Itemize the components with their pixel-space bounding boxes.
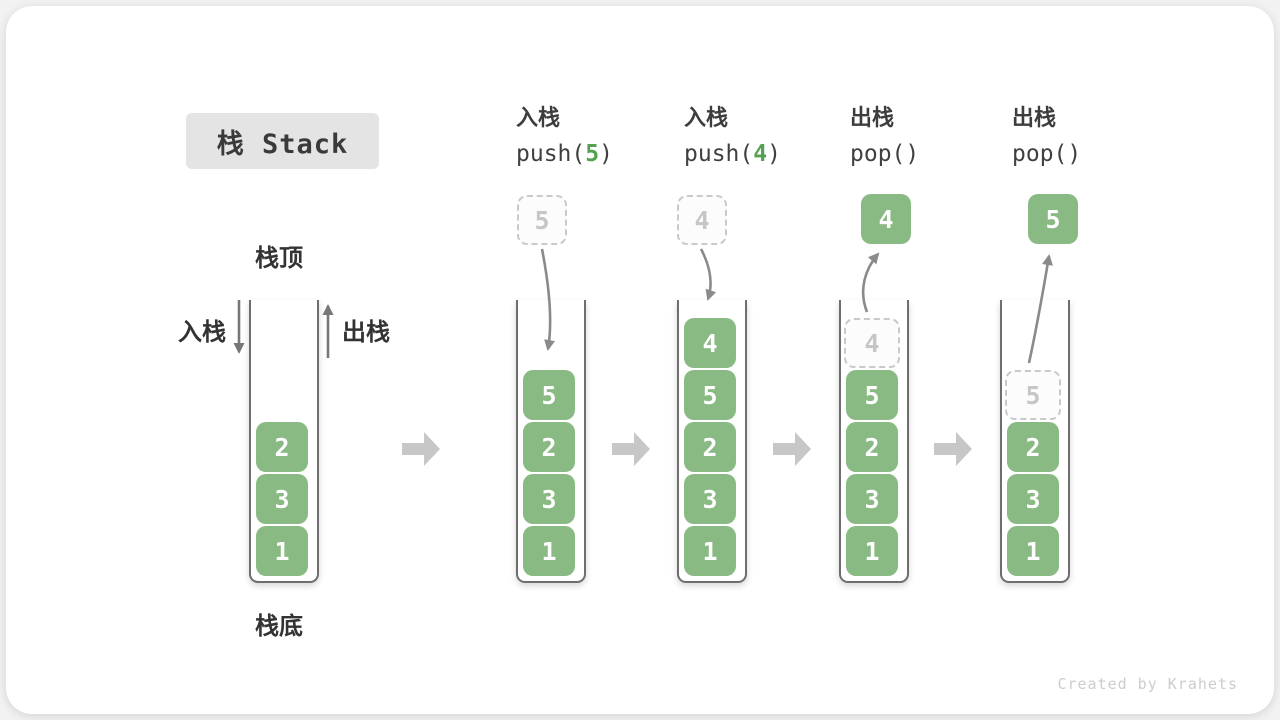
stack-cell-ghost: 4 (844, 318, 900, 368)
code-open: pop( (850, 141, 906, 167)
code-close: ) (1067, 141, 1082, 167)
push-4-arrow (699, 248, 717, 301)
op-code: push(5) (516, 143, 676, 166)
op-code: pop() (850, 143, 1010, 166)
op-header-push-5: 入栈 push(5) (516, 108, 676, 166)
step-arrow-2 (612, 432, 650, 466)
stack-cell: 1 (523, 526, 575, 576)
code-close: ) (599, 141, 613, 167)
op-header-pop-1: 出栈 pop() (850, 108, 1010, 166)
code-open: pop( (1012, 141, 1068, 167)
stack-cell: 3 (1007, 474, 1059, 524)
stack-cell: 1 (256, 526, 308, 576)
incoming-element-4: 4 (677, 195, 727, 245)
stack-cell: 2 (846, 422, 898, 472)
step-arrow-4 (934, 432, 972, 466)
watermark: Created by Krahets (1057, 675, 1238, 693)
op-name: 入栈 (684, 106, 729, 131)
stack-cell: 2 (684, 422, 736, 472)
op-code: push(4) (684, 143, 844, 166)
stack-cell: 2 (1007, 422, 1059, 472)
code-arg: 4 (753, 141, 768, 167)
code-open: push( (684, 141, 754, 167)
code-arg: 5 (585, 141, 600, 167)
op-code: pop() (1012, 143, 1172, 166)
stack-cell: 5 (523, 370, 575, 420)
popped-element-4: 4 (861, 194, 911, 244)
stack-cell: 1 (846, 526, 898, 576)
op-name: 出栈 (1012, 106, 1057, 131)
stack-cell-ghost: 5 (1005, 370, 1061, 420)
stack-cell: 4 (684, 318, 736, 368)
stack-cell: 2 (256, 422, 308, 472)
stack-bottom-label: 栈底 (255, 612, 303, 640)
stack-cell: 1 (1007, 526, 1059, 576)
op-header-pop-2: 出栈 pop() (1012, 108, 1172, 166)
push-side-label: 入栈 (178, 318, 226, 346)
stack-cell: 3 (846, 474, 898, 524)
op-name: 出栈 (850, 106, 895, 131)
popped-element-5: 5 (1028, 194, 1078, 244)
stack-cell: 3 (523, 474, 575, 524)
stack-cell: 5 (684, 370, 736, 420)
diagram-title-text: 栈 Stack (216, 128, 349, 160)
op-header-push-4: 入栈 push(4) (684, 108, 844, 166)
pop-side-label: 出栈 (342, 318, 390, 346)
stack-cell: 3 (256, 474, 308, 524)
code-close: ) (767, 141, 781, 167)
code-close: ) (905, 141, 920, 167)
code-open: push( (516, 141, 586, 167)
stack-top-label: 栈顶 (255, 244, 303, 272)
stack-cell: 5 (846, 370, 898, 420)
step-arrow-1 (402, 432, 440, 466)
incoming-element-5: 5 (517, 195, 567, 245)
stack-cell: 3 (684, 474, 736, 524)
stack-cell: 1 (684, 526, 736, 576)
step-arrow-3 (773, 432, 811, 466)
stack-cell: 2 (523, 422, 575, 472)
diagram-title: 栈 Stack (186, 113, 379, 169)
op-name: 入栈 (516, 106, 561, 131)
